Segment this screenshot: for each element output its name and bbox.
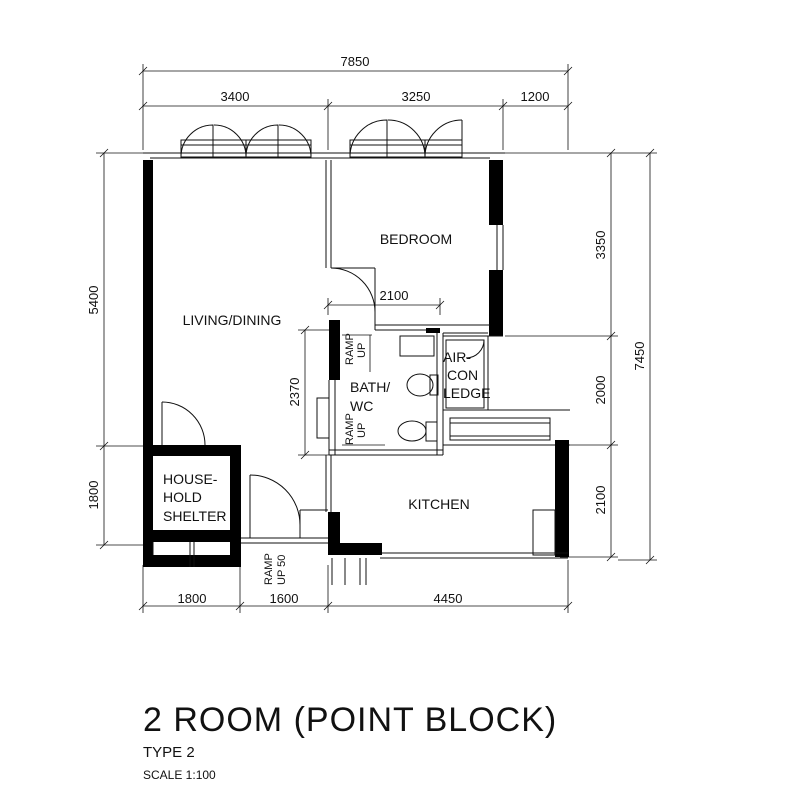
bath-fixtures [342,334,439,446]
label-living-dining: LIVING/DINING [183,312,282,328]
label-shelter-3: SHELTER [163,508,227,524]
label-bath-2: WC [350,398,373,414]
dim-top-c: 1200 [521,89,550,104]
label-ramp-mid-1: RAMP [344,413,356,445]
plan-title: 2 ROOM (POINT BLOCK) [143,701,558,739]
room-labels: BEDROOM LIVING/DINING BATH/ WC AIR- CON … [163,231,490,524]
windows [180,119,463,158]
label-aircon-3: LEDGE [443,385,490,401]
wc-bowl [406,373,434,397]
doors [161,267,485,538]
dim-bottom-b: 1600 [270,591,299,606]
dimension-lines [96,64,657,613]
dim-top-a: 3400 [221,89,250,104]
dimension-labels: 7850 3400 3250 1200 5400 1800 3350 2000 … [86,54,647,606]
dim-right-total: 7450 [632,342,647,371]
label-ramp-top-2: UP [356,343,368,358]
dim-inner-2100: 2100 [380,288,409,303]
dim-left-b: 1800 [86,481,101,510]
label-ramp-top-1: RAMP [344,333,356,365]
plan-type: TYPE 2 [143,744,195,761]
label-ramp-mid-2: UP [356,423,368,438]
walls [143,152,570,585]
dim-top-b: 3250 [402,89,431,104]
label-ramp-entry-2: UP 50 [276,555,288,585]
dim-inner-2370: 2370 [287,378,302,407]
label-aircon-2: CON [447,367,478,383]
label-aircon-1: AIR- [443,349,471,365]
dim-right-b: 2000 [593,376,608,405]
plan-scale: SCALE 1:100 [143,768,216,782]
dim-top-total: 7850 [341,54,370,69]
basin [397,420,427,442]
floor-plan: 7850 3400 3250 1200 5400 1800 3350 2000 … [86,54,657,613]
dim-bottom-c: 4450 [434,591,463,606]
label-shelter-1: HOUSE- [163,471,218,487]
ramp-labels: RAMP UP RAMP UP RAMP UP 50 [263,333,368,585]
label-shelter-2: HOLD [163,489,202,505]
label-kitchen: KITCHEN [408,496,469,512]
basin-counter [399,335,435,357]
dim-bottom-a: 1800 [178,591,207,606]
label-ramp-entry-1: RAMP [263,553,275,585]
dim-right-c: 2100 [593,486,608,515]
dim-right-a: 3350 [593,231,608,260]
label-bath-1: BATH/ [350,379,390,395]
label-bedroom: BEDROOM [380,231,452,247]
dim-left-a: 5400 [86,286,101,315]
